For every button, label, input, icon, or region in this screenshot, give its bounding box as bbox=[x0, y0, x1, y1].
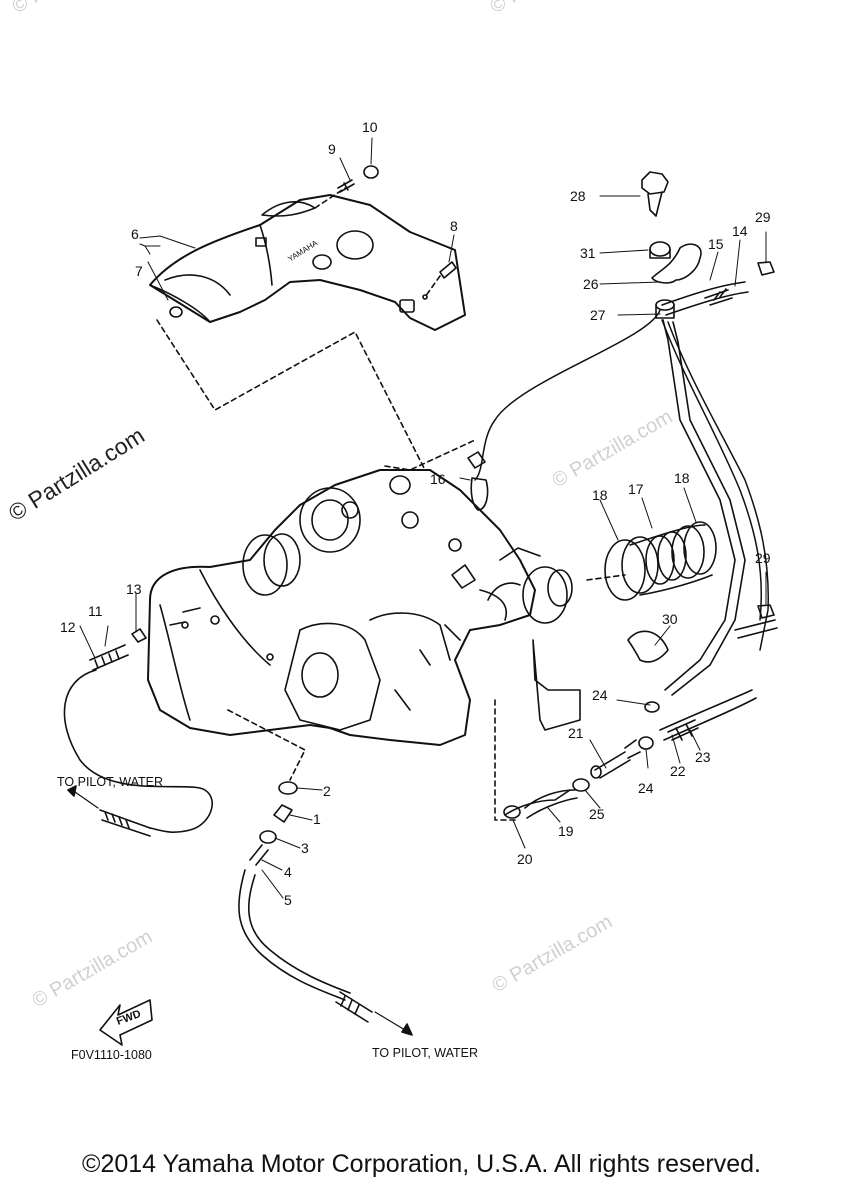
hose-part-23 bbox=[667, 719, 699, 741]
callout-15: 15 bbox=[708, 236, 724, 252]
engine-cover-part-6 bbox=[149, 194, 466, 331]
callout-25: 25 bbox=[589, 806, 605, 822]
clamp-part-25 bbox=[572, 778, 590, 792]
callout-12: 12 bbox=[60, 619, 76, 635]
intake-manifold-assembly bbox=[147, 469, 573, 746]
callout-30: 30 bbox=[662, 611, 678, 627]
clamp-part-29-top bbox=[757, 261, 775, 276]
callout-23: 23 bbox=[695, 749, 711, 765]
callout-numbers: 1 2 3 4 5 6 7 8 9 10 11 12 13 14 15 16 1… bbox=[60, 119, 771, 908]
hose-part-4 bbox=[249, 844, 269, 866]
nut-part-31 bbox=[649, 241, 671, 257]
clamp-part-24-upper bbox=[644, 701, 660, 713]
grommet-part-7 bbox=[169, 306, 183, 318]
hose-part-14 bbox=[661, 281, 749, 316]
copyright-notice: ©2014 Yamaha Motor Corporation, U.S.A. A… bbox=[82, 1150, 761, 1178]
clamp-part-13 bbox=[131, 628, 147, 643]
callout-20: 20 bbox=[517, 851, 533, 867]
hose-part-5 bbox=[238, 869, 351, 1001]
callout-10: 10 bbox=[362, 119, 378, 135]
callout-7: 7 bbox=[135, 263, 143, 279]
hose-part-11 bbox=[89, 644, 129, 671]
box-part bbox=[532, 639, 581, 731]
callout-9: 9 bbox=[328, 141, 336, 157]
fitting-part-1 bbox=[273, 804, 293, 823]
hose-part-22 bbox=[659, 689, 757, 741]
seal-part-26 bbox=[651, 243, 702, 284]
fwd-arrow bbox=[99, 999, 153, 1046]
fitting-part-16 bbox=[470, 477, 489, 511]
cap-part-10 bbox=[363, 165, 379, 179]
callout-18-left: 18 bbox=[592, 487, 608, 503]
callout-18-right: 18 bbox=[674, 470, 690, 486]
clamp-part-29-bottom bbox=[757, 604, 775, 619]
joint-part-21 bbox=[594, 751, 631, 779]
callout-29-upper: 29 bbox=[755, 209, 771, 225]
callout-8: 8 bbox=[450, 218, 458, 234]
callout-17: 17 bbox=[628, 481, 644, 497]
to-pilot-water-left: TO PILOT, WATER bbox=[57, 775, 163, 789]
to-pilot-water-bottom: TO PILOT, WATER bbox=[372, 1046, 478, 1060]
screw-part-9 bbox=[337, 179, 355, 193]
hose-part-12 bbox=[63, 669, 214, 833]
callout-13: 13 bbox=[126, 581, 142, 597]
callout-26: 26 bbox=[583, 276, 599, 292]
callout-1: 1 bbox=[313, 811, 321, 827]
callout-31: 31 bbox=[580, 245, 596, 261]
callout-24-lower: 24 bbox=[638, 780, 654, 796]
callout-16: 16 bbox=[430, 471, 446, 487]
callout-6: 6 bbox=[131, 226, 139, 242]
clip-part-8 bbox=[439, 261, 457, 279]
callout-3: 3 bbox=[301, 840, 309, 856]
clamp-part-3 bbox=[259, 830, 277, 844]
callout-4: 4 bbox=[284, 864, 292, 880]
callout-5: 5 bbox=[284, 892, 292, 908]
cover-brand-mark: YAMAHA bbox=[286, 238, 319, 264]
clamp-part-20 bbox=[503, 805, 521, 819]
callout-28: 28 bbox=[570, 188, 586, 204]
fitting-part-27 bbox=[655, 299, 675, 311]
cap-part-28 bbox=[641, 171, 669, 217]
callout-24-upper: 24 bbox=[592, 687, 608, 703]
hose-part-30 bbox=[627, 630, 669, 663]
callout-21: 21 bbox=[568, 725, 584, 741]
callout-11: 11 bbox=[88, 603, 103, 619]
callout-29-lower: 29 bbox=[755, 550, 771, 566]
callout-2: 2 bbox=[323, 783, 331, 799]
callout-14: 14 bbox=[732, 223, 748, 239]
clamp-part-2 bbox=[278, 781, 298, 795]
duct-boot-part-17 bbox=[604, 521, 717, 601]
callout-22: 22 bbox=[670, 763, 686, 779]
diagram-code: F0V1110-1080 bbox=[71, 1048, 152, 1062]
clamp-part-24-lower bbox=[638, 736, 654, 750]
hose-part-19 bbox=[524, 789, 578, 819]
callout-27: 27 bbox=[590, 307, 606, 323]
callout-19: 19 bbox=[558, 823, 574, 839]
